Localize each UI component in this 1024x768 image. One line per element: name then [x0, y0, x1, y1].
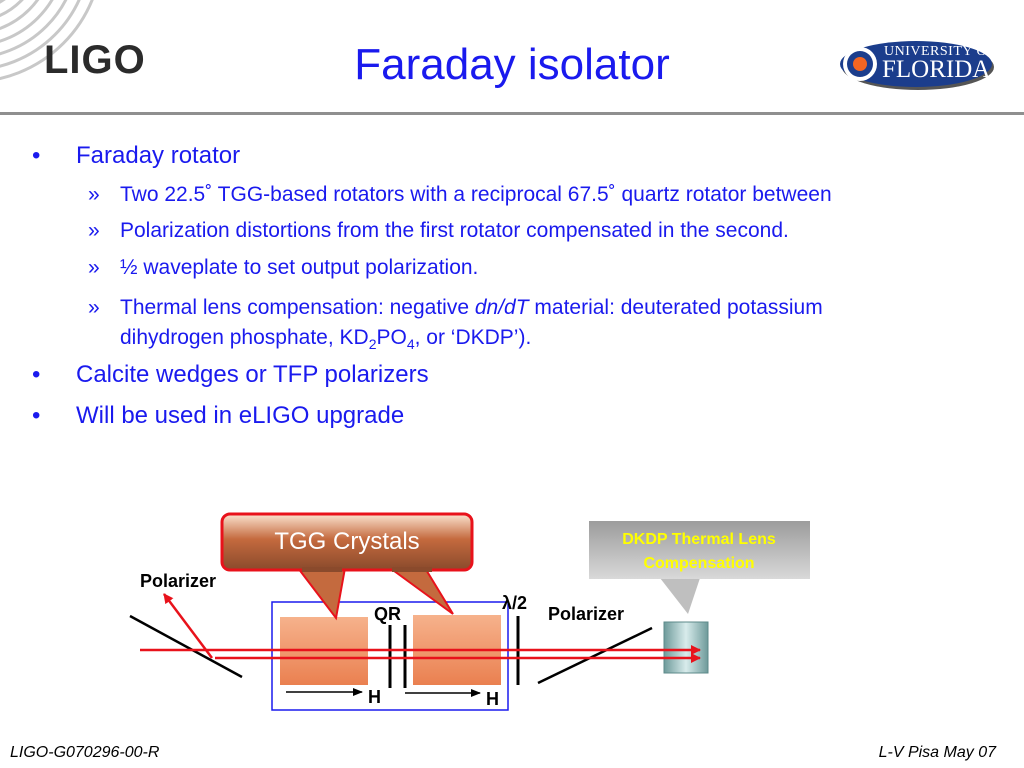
bullet-item: • Faraday rotator: [32, 142, 241, 170]
ligo-logo: LIGO: [44, 38, 146, 82]
dkdp-element: [663, 621, 709, 674]
sub-bullet-marker: »: [88, 183, 100, 206]
label-qr: QR: [374, 604, 401, 624]
bullet-dot: •: [32, 402, 41, 429]
sub-bullet-emphasis: dn/dT: [474, 296, 529, 319]
label-h-1: H: [368, 687, 381, 707]
tgg-callout-text: TGG Crystals: [274, 528, 419, 555]
slide-title: Faraday isolator: [354, 40, 670, 89]
bullet-text: Calcite wedges or TFP polarizers: [76, 361, 429, 388]
dkdp-callout-line2: Compensation: [643, 555, 754, 572]
reflected-beam: [163, 593, 213, 659]
bullet-dot: •: [32, 361, 41, 388]
label-h-2: H: [486, 689, 499, 709]
uf-logo-line2: FLORIDA: [882, 56, 991, 83]
bullet-dot: •: [32, 142, 41, 169]
sub-bullet-item: » Two 22.5˚ TGG-based rotators with a re…: [88, 183, 832, 207]
footer-event: L-V Pisa May 07: [878, 744, 996, 761]
bullet-text: Faraday rotator: [76, 142, 241, 169]
subscript: 2: [368, 336, 377, 353]
sub-bullet-text: material: deuterated potassium: [528, 296, 823, 319]
bullet-text: Will be used in eLIGO upgrade: [76, 402, 405, 429]
sub-bullet-marker: »: [88, 219, 100, 242]
faraday-isolator-diagram: TGG Crystals DKDP Thermal Lens Compensat…: [129, 512, 810, 711]
sub-bullet-text: ½ waveplate to set output polarization.: [120, 256, 479, 279]
bullet-item: • Will be used in eLIGO upgrade: [32, 402, 405, 430]
dkdp-callout: DKDP Thermal Lens Compensation: [589, 521, 810, 614]
footer-document-id: LIGO-G070296-00-R: [10, 744, 160, 761]
polarizer-right: [537, 626, 653, 685]
title-divider: [0, 112, 1024, 115]
label-waveplate: λ/2: [502, 593, 527, 613]
sub-bullet-text: dihydrogen phosphate, KD: [120, 326, 369, 349]
sub-bullet-text: Thermal lens compensation: negative: [120, 296, 475, 319]
sub-bullet-item: » ½ waveplate to set output polarization…: [88, 256, 479, 280]
isolator-housing: [271, 601, 509, 711]
sub-bullet-text: , or ‘DKDP’).: [414, 326, 532, 349]
bullet-item: • Calcite wedges or TFP polarizers: [32, 361, 429, 389]
label-polarizer-left: Polarizer: [140, 571, 216, 591]
sub-bullet-marker: »: [88, 256, 100, 279]
uf-logo-line1: UNIVERSITY OF: [884, 44, 996, 59]
tgg-callout: TGG Crystals: [220, 512, 474, 621]
sub-bullet-item: » Polarization distortions from the firs…: [88, 219, 789, 243]
sub-bullet-text: Polarization distortions from the first …: [120, 219, 789, 242]
dkdp-callout-line1: DKDP Thermal Lens: [622, 531, 776, 548]
sub-bullet-item: » Thermal lens compensation: negative dn…: [88, 293, 823, 359]
label-polarizer-right: Polarizer: [548, 604, 624, 624]
sub-bullet-text: Two 22.5˚ TGG-based rotators with a reci…: [120, 183, 832, 206]
subscript: 4: [406, 336, 415, 353]
sub-bullet-marker: »: [88, 296, 100, 319]
polarizer-left: [129, 614, 243, 679]
sub-bullet-text: PO: [376, 326, 407, 349]
university-of-florida-logo: [840, 41, 994, 90]
